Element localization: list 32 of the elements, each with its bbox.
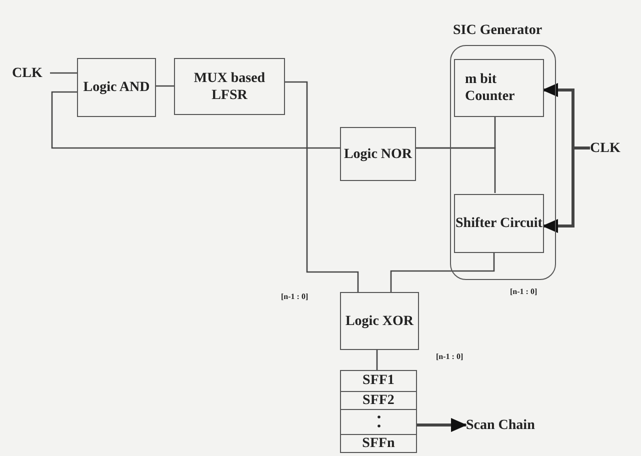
block-label: m bit Counter [465, 71, 516, 105]
block-label: Shifter Circuit [456, 215, 542, 232]
arrow [417, 418, 467, 432]
flip-flop-stack [340, 370, 417, 453]
wire [51, 91, 340, 149]
block-label: MUX based LFSR [192, 70, 266, 104]
signal-label: CLK [12, 64, 42, 82]
flip-flop-label: SFF2 [362, 392, 394, 409]
flip-flop-label: SFFn [362, 435, 395, 452]
output-label: Scan Chain [466, 416, 535, 434]
block-label: Logic XOR [345, 312, 414, 330]
wire [390, 252, 495, 292]
wire [50, 72, 77, 74]
logic-block [340, 127, 416, 181]
group-title: SIC Generator [453, 22, 542, 39]
bus-width-label: [n-1 : 0] [436, 352, 464, 361]
logic-block [77, 58, 156, 117]
arrow [542, 146, 590, 233]
wire [156, 85, 174, 87]
wire [376, 350, 378, 370]
flip-flop-label: SFF1 [362, 372, 394, 390]
logic-block [174, 58, 285, 115]
bus-width-label: [n-1 : 0] [510, 287, 538, 296]
logic-block [340, 292, 419, 350]
logic-block [454, 59, 544, 117]
wire [416, 147, 496, 193]
block-label: Logic AND [83, 79, 150, 96]
block-label: Logic NOR [344, 146, 412, 162]
bus-width-label: [n-1 : 0] [281, 292, 308, 301]
logic-block [454, 194, 544, 253]
signal-label: CLK [590, 140, 620, 156]
wire [285, 81, 359, 292]
